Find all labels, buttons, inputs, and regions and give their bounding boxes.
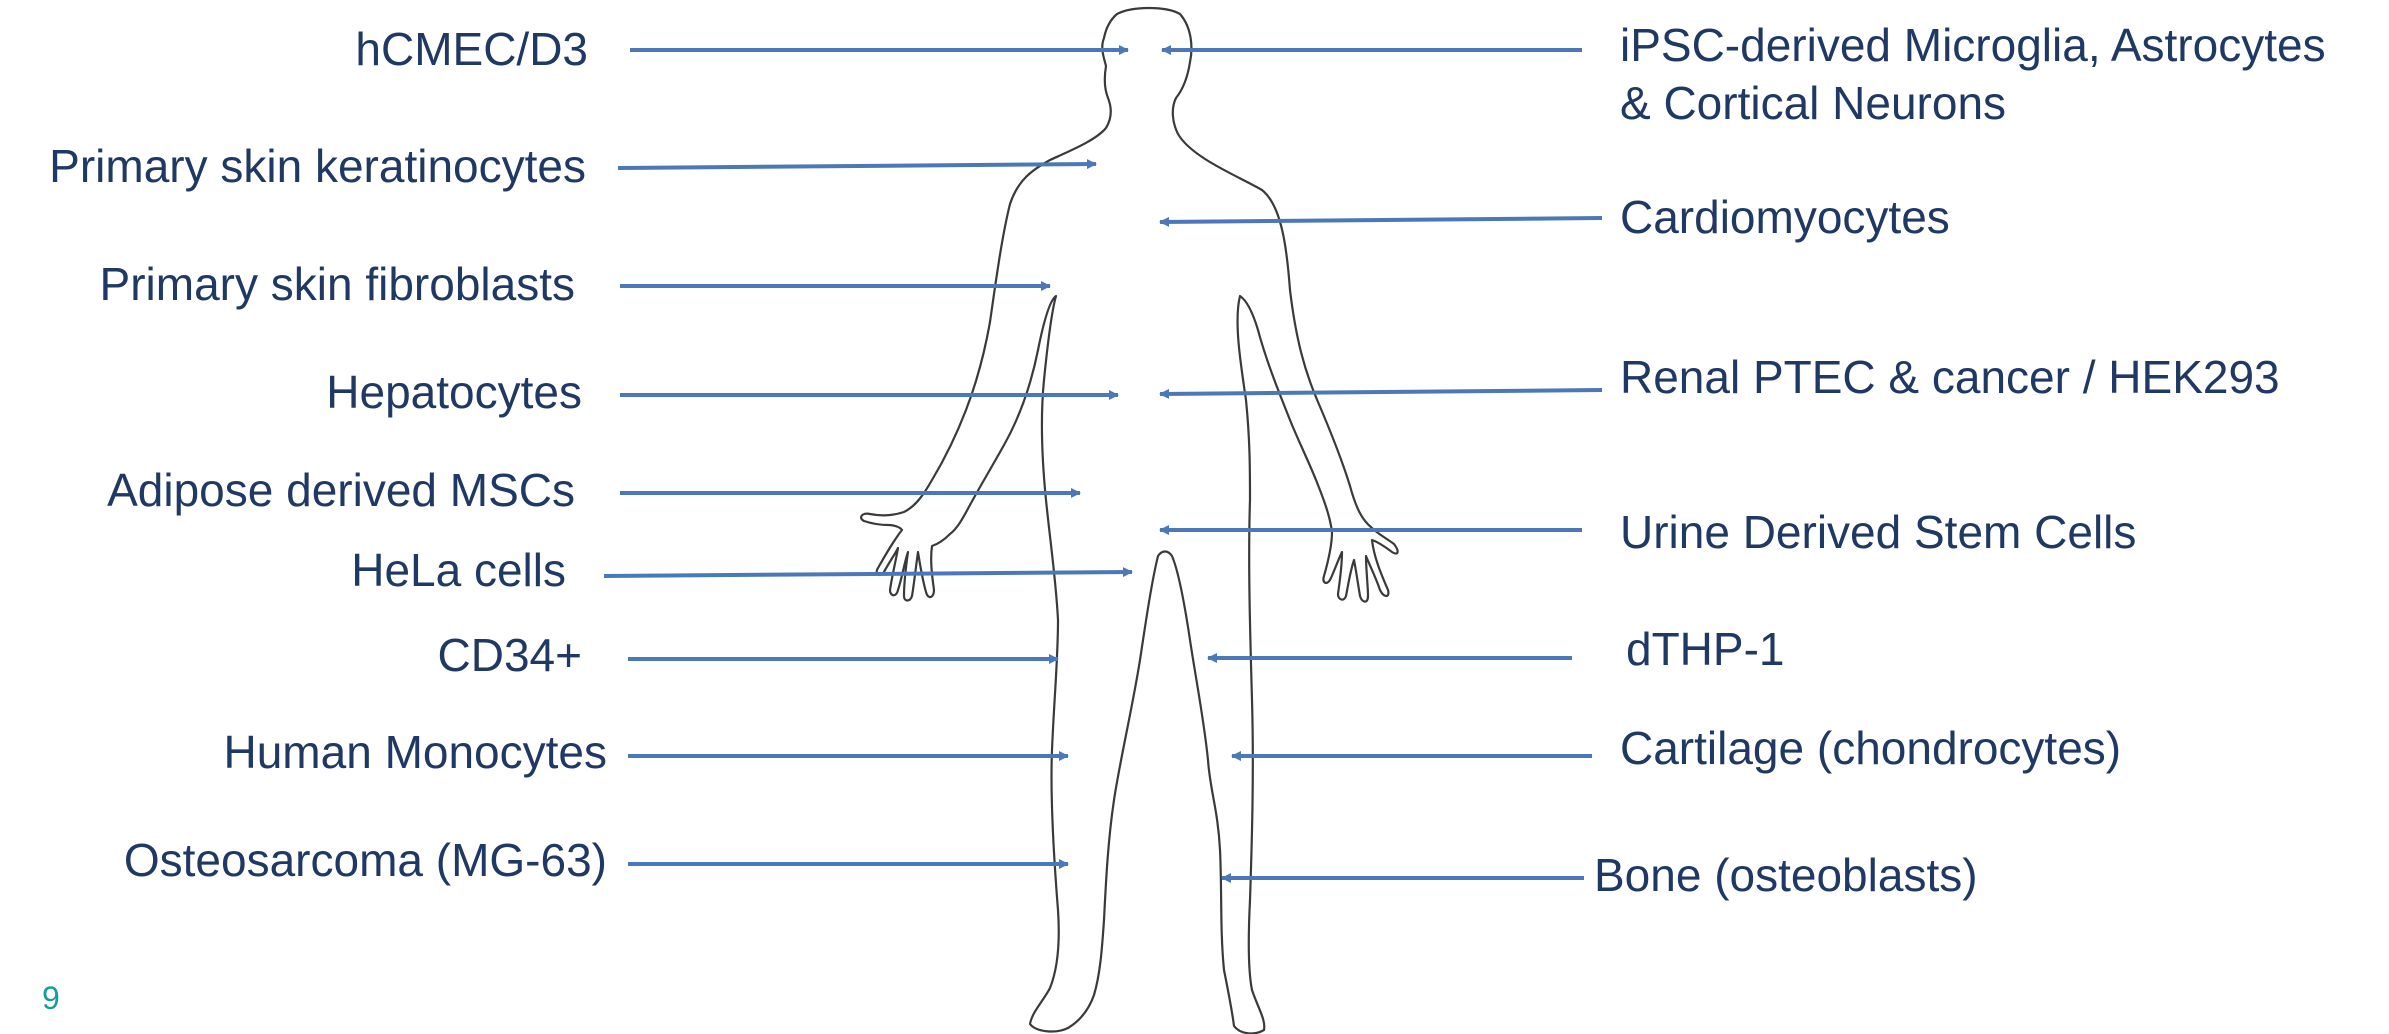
label-adipose-derived-mscs: Adipose derived MSCs — [107, 461, 575, 519]
arrow-renal-ptec-hek293 — [1160, 390, 1602, 394]
label-cardiomyocytes: Cardiomyocytes — [1620, 188, 1950, 246]
arrow-primary-skin-keratinocytes — [618, 164, 1096, 168]
label-human-monocytes: Human Monocytes — [224, 723, 608, 781]
label-hela-cells: HeLa cells — [351, 541, 566, 599]
label-hepatocytes: Hepatocytes — [326, 363, 582, 421]
label-cd34: CD34+ — [438, 626, 582, 684]
label-dthp-1: dTHP-1 — [1626, 620, 1784, 678]
label-osteosarcoma-mg63: Osteosarcoma (MG-63) — [124, 831, 607, 889]
arrow-hela-cells — [604, 572, 1132, 576]
label-hcmec-d3: hCMEC/D3 — [355, 20, 588, 78]
label-cartilage-chondrocytes: Cartilage (chondrocytes) — [1620, 719, 2121, 777]
label-urine-derived-stem-cells: Urine Derived Stem Cells — [1620, 503, 2136, 561]
label-ipsc-derived-brain-cells: iPSC-derived Microglia, Astrocytes & Cor… — [1620, 16, 2326, 132]
arrow-cardiomyocytes — [1160, 218, 1602, 222]
pointer-arrows — [604, 50, 1602, 878]
label-primary-skin-fibroblasts: Primary skin fibroblasts — [100, 255, 575, 313]
label-primary-skin-keratinocytes: Primary skin keratinocytes — [49, 137, 586, 195]
label-renal-ptec-hek293: Renal PTEC & cancer / HEK293 — [1620, 348, 2280, 406]
page-number: 9 — [42, 978, 60, 1018]
label-bone-osteoblasts: Bone (osteoblasts) — [1594, 846, 1978, 904]
